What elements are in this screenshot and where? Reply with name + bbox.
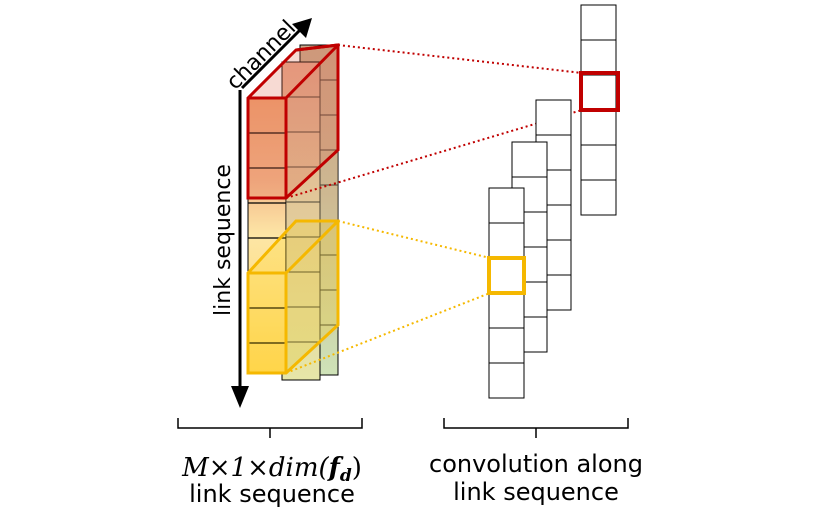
kernel-bottom: [246, 219, 340, 375]
yellow-projection-top: [337, 220, 491, 259]
output-columns: [488, 4, 617, 399]
right-caption-line2: link sequence: [453, 478, 619, 506]
left-caption-math: M×1×dim(fd): [181, 453, 362, 486]
left-caption-line2: link sequence: [189, 480, 355, 508]
yellow-projection-bottom: [285, 292, 491, 374]
sequence-arrowhead: [231, 386, 249, 408]
kernel-top: [246, 43, 340, 200]
output-column-4: [580, 4, 617, 216]
output-column-1: [488, 187, 525, 399]
projection-lines: [285, 44, 583, 374]
channel-axis: [240, 26, 304, 90]
braces: [177, 418, 629, 438]
red-projection-bottom: [285, 109, 583, 199]
red-projection-top: [337, 44, 583, 74]
channel-arrowhead: [292, 18, 312, 38]
output-cell-yellow: [487, 256, 526, 295]
axis-arrows: [231, 18, 312, 408]
output-cell-red: [579, 71, 620, 112]
right-caption-line1: convolution along: [429, 450, 643, 478]
sequence-axis-label: link sequence: [211, 164, 236, 316]
tensor-side-face: [286, 45, 338, 373]
left-brace: [177, 418, 363, 438]
right-brace: [443, 418, 629, 438]
